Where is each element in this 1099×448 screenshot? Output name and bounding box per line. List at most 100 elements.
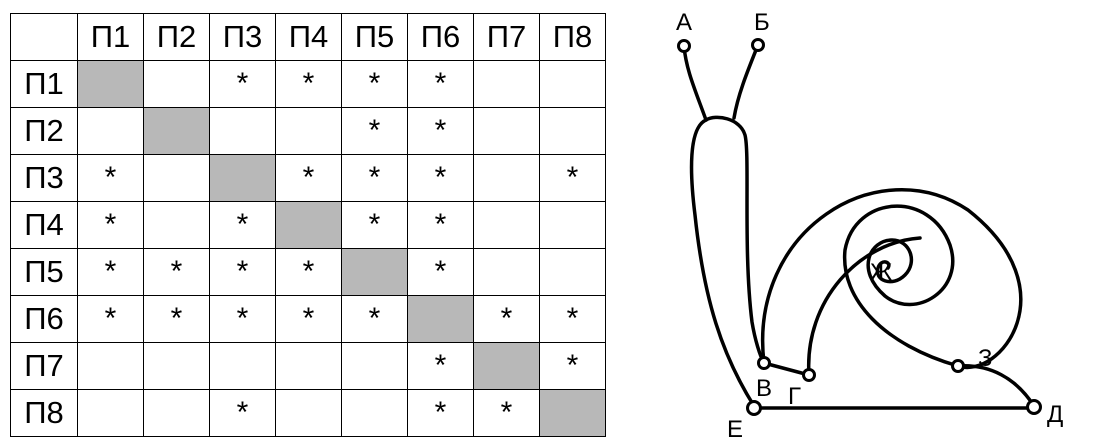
diagonal-cell	[143, 107, 210, 155]
table-cell: *	[143, 248, 210, 296]
edge-head-v	[704, 115, 766, 365]
table-cell: *	[341, 154, 408, 202]
column-header: П3	[209, 13, 276, 61]
table-cell: *	[407, 248, 474, 296]
diagonal-cell	[539, 389, 606, 437]
node-d	[1026, 399, 1042, 415]
edge-g-shell	[807, 236, 922, 377]
table-cell	[473, 201, 540, 249]
diagonal-cell	[473, 342, 540, 390]
table-cell: *	[473, 295, 540, 343]
table-cell	[473, 248, 540, 296]
column-header: П6	[407, 13, 474, 61]
node-a	[677, 39, 691, 53]
row-header: П7	[10, 342, 78, 390]
edge-head-e	[689, 118, 756, 408]
table-cell	[473, 60, 540, 108]
table-cell: *	[143, 295, 210, 343]
table-cell	[539, 248, 606, 296]
table-cell: *	[407, 389, 474, 437]
node-b	[751, 38, 765, 52]
table-cell: *	[275, 154, 342, 202]
table-cell	[209, 342, 276, 390]
table-row: П5*****	[10, 248, 606, 296]
diagonal-cell	[209, 154, 276, 202]
row-header: П1	[10, 60, 78, 108]
label-d: Д	[1047, 401, 1063, 428]
table-cell: *	[407, 154, 474, 202]
table-row: П7 * *	[10, 342, 606, 390]
table-cell: *	[209, 201, 276, 249]
table-cell: *	[473, 389, 540, 437]
table-cell: *	[77, 201, 144, 249]
edge-shell-spiral	[760, 188, 1023, 370]
column-header: П5	[341, 13, 408, 61]
row-header: П3	[10, 154, 78, 202]
table-cell	[209, 107, 276, 155]
table-cell: *	[407, 342, 474, 390]
column-header: П4	[275, 13, 342, 61]
table-cell: *	[341, 107, 408, 155]
node-z	[951, 359, 965, 373]
table-cell: *	[77, 248, 144, 296]
snail-graph-diagram: А Б Ж З В Г Е Д	[676, 9, 1063, 443]
table-cell: *	[539, 342, 606, 390]
column-header: П7	[473, 13, 540, 61]
table-cell	[473, 154, 540, 202]
table-row: П3*****	[10, 154, 606, 202]
table-cell: *	[539, 154, 606, 202]
table-row: П1****	[10, 60, 606, 108]
table-cell	[143, 201, 210, 249]
column-header: П2	[143, 13, 210, 61]
table-corner-cell	[10, 13, 78, 61]
table-cell: *	[341, 201, 408, 249]
table-cell: *	[77, 154, 144, 202]
row-header: П8	[10, 389, 78, 437]
table-cell: *	[209, 60, 276, 108]
adjacency-table: П1 П2 П3 П4 П5 П6 П7 П8 П1****П2**П3****…	[10, 13, 606, 437]
table-cell: *	[539, 295, 606, 343]
table-cell: *	[209, 295, 276, 343]
table-cell: *	[407, 107, 474, 155]
table-cell	[77, 389, 144, 437]
table-cell	[143, 60, 210, 108]
table-cell: *	[407, 201, 474, 249]
label-e: Е	[727, 416, 743, 443]
table-cell	[77, 107, 144, 155]
table-cell	[143, 389, 210, 437]
label-a: А	[676, 9, 692, 36]
table-row: П8***	[10, 389, 606, 437]
diagonal-cell	[407, 295, 474, 343]
table-cell	[341, 342, 408, 390]
edge-b-head	[732, 43, 760, 120]
table-cell	[341, 389, 408, 437]
table-cell: *	[209, 248, 276, 296]
table-cell: *	[275, 295, 342, 343]
diagonal-cell	[77, 60, 144, 108]
label-g: Г	[788, 383, 801, 410]
node-e	[746, 400, 762, 416]
table-header-row: П1 П2 П3 П4 П5 П6 П7 П8	[10, 13, 606, 61]
table-cell: *	[77, 295, 144, 343]
table-cell	[473, 107, 540, 155]
table-cell	[143, 342, 210, 390]
column-header: П1	[77, 13, 144, 61]
table-cell: *	[209, 389, 276, 437]
table-cell	[539, 60, 606, 108]
diagonal-cell	[275, 201, 342, 249]
row-header: П6	[10, 295, 78, 343]
table-row: П4****	[10, 201, 606, 249]
table-cell	[539, 201, 606, 249]
table-cell: *	[275, 248, 342, 296]
table-cell	[77, 342, 144, 390]
table-cell	[275, 389, 342, 437]
table-cell: *	[341, 60, 408, 108]
column-header: П8	[539, 13, 606, 61]
diagonal-cell	[341, 248, 408, 296]
table-cell: *	[275, 60, 342, 108]
row-header: П2	[10, 107, 78, 155]
table-cell	[143, 154, 210, 202]
edge-z-d	[956, 364, 1036, 408]
table-cell	[275, 342, 342, 390]
label-v: В	[756, 375, 772, 402]
